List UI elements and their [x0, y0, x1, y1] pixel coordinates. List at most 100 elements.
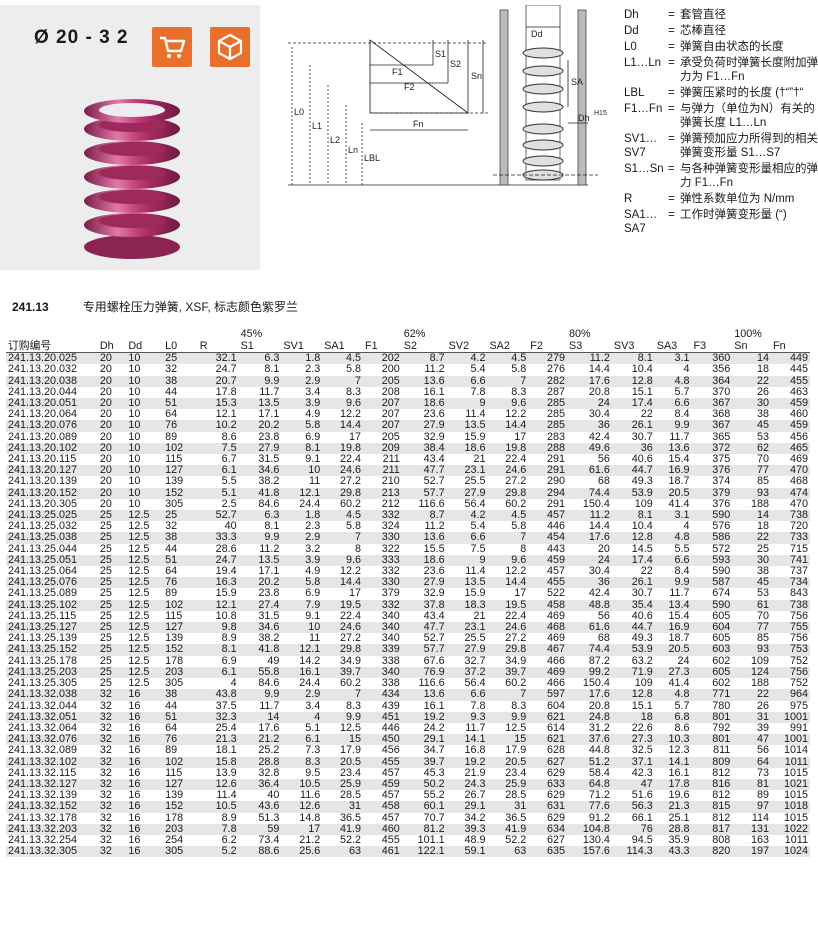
- table-cell: 738: [771, 509, 810, 522]
- table-cell: 434: [363, 689, 402, 701]
- table-cell: 7: [322, 375, 364, 387]
- table-cell: 285: [547, 408, 566, 421]
- table-cell: 32: [99, 721, 112, 734]
- table-cell: 31: [322, 801, 364, 813]
- table-cell: 116.6: [418, 497, 445, 510]
- table-cell: 460: [363, 823, 402, 835]
- table-cell: 634: [528, 823, 568, 835]
- table-cell: 9: [446, 554, 488, 567]
- table-cell: 27.9: [238, 442, 282, 455]
- table-cell: 459: [363, 778, 402, 791]
- label-S1: S1: [435, 49, 446, 59]
- table-cell: 8.4: [674, 565, 690, 578]
- table-cell: 27.9: [446, 487, 488, 499]
- table-cell: 66.1: [631, 811, 653, 824]
- table-cell: 12.5: [340, 721, 362, 734]
- label-Dd: Dd: [531, 29, 543, 39]
- table-cell: 8.4: [674, 408, 690, 421]
- table-cell: 26.1: [611, 420, 655, 432]
- column-header: R: [197, 341, 239, 354]
- table-cell: 456: [381, 744, 400, 757]
- table-cell: 84.6: [258, 677, 280, 690]
- table-cell: 56: [597, 609, 610, 622]
- table-cell: 631: [528, 801, 568, 813]
- table-cell: 5.5: [674, 542, 690, 555]
- table-cell: 522: [547, 587, 566, 600]
- table-cell: 367: [691, 420, 733, 432]
- table-cell: 7: [487, 532, 529, 544]
- table-cell: 61.6: [567, 465, 612, 477]
- table-cell: 3.1: [654, 509, 692, 522]
- table-cell: 61.6: [567, 621, 612, 634]
- table-cell: 44: [165, 542, 178, 555]
- table-cell: 340: [363, 666, 402, 679]
- table-cell: 339: [363, 644, 402, 656]
- table-cell: 40.6: [631, 609, 653, 622]
- table-cell: 45: [732, 577, 772, 589]
- table-cell: 24.6: [487, 621, 529, 634]
- table-cell: 720: [789, 520, 808, 533]
- table-cell: 10: [126, 442, 164, 455]
- label-L2: L2: [330, 135, 340, 145]
- table-cell: 23.8: [258, 587, 280, 600]
- table-cell: 467: [528, 644, 568, 656]
- table-cell: 51: [163, 711, 198, 723]
- table-cell: 21.9: [464, 766, 486, 779]
- table-cell: 150.4: [582, 677, 610, 690]
- table-cell: 37.6: [567, 733, 612, 746]
- table-cell: 13.5: [446, 577, 488, 589]
- table-cell: 756: [789, 609, 808, 622]
- table-cell: 10.4: [631, 363, 653, 376]
- table-cell: 19.2: [401, 711, 447, 723]
- table-cell: 8.3: [511, 385, 527, 398]
- table-cell: 738: [771, 599, 810, 611]
- table-cell: 209: [363, 442, 402, 455]
- table-cell: 12.5: [505, 721, 527, 734]
- table-cell: 14: [732, 352, 772, 365]
- table-cell: 629: [547, 789, 566, 802]
- legend-row: SV1…SV7=弹簧预加应力所得到的相关弹簧变形量 S1…S7: [624, 133, 818, 159]
- table-cell: 38.2: [258, 632, 280, 645]
- table-cell: 8.9: [221, 811, 237, 824]
- table-cell: 5.8: [511, 520, 527, 533]
- table-cell: 7: [322, 532, 364, 544]
- shopping-cart-icon[interactable]: [152, 27, 192, 67]
- table-cell: 333: [363, 554, 402, 567]
- table-cell: 88.6: [238, 845, 282, 858]
- table-cell: 109: [751, 654, 770, 667]
- table-cell: 7: [487, 375, 529, 387]
- table-cell: 11.7: [259, 699, 280, 712]
- table-cell: 12.5: [128, 520, 150, 533]
- table-cell: 459: [771, 420, 810, 432]
- table-cell: 4: [281, 711, 323, 723]
- table-cell: 17.4: [611, 554, 655, 567]
- order-number-cell: 241.13.32.203: [6, 823, 98, 835]
- table-cell: 33.3: [197, 532, 239, 544]
- order-number-cell: 241.13.32.076: [6, 733, 98, 746]
- table-cell: 20.8: [588, 385, 610, 398]
- table-cell: 5.8: [281, 577, 323, 589]
- table-cell: 9.6: [487, 554, 529, 567]
- table-cell: 44.7: [611, 621, 655, 634]
- table-cell: 197: [732, 845, 772, 858]
- table-cell: 590: [691, 509, 733, 522]
- table-cell: 152: [163, 801, 198, 813]
- table-cell: 77: [732, 621, 772, 634]
- table-cell: 11.7: [669, 430, 690, 443]
- table-cell: 18.7: [668, 475, 690, 488]
- table-cell: 469: [528, 666, 568, 679]
- table-cell: 1021: [771, 778, 810, 791]
- table-cell: 4.5: [487, 352, 529, 365]
- table-cell: 29.8: [487, 644, 529, 656]
- table-cell: 38: [163, 375, 198, 387]
- table-cell: 74.4: [567, 487, 612, 499]
- cube-3d-icon[interactable]: [210, 27, 250, 67]
- table-cell: 52.7: [423, 475, 445, 488]
- table-cell: 10: [128, 475, 141, 488]
- table-cell: 210: [381, 475, 400, 488]
- table-cell: 32: [99, 744, 112, 757]
- table-cell: 322: [381, 542, 400, 555]
- percent-label: 80%: [569, 328, 591, 340]
- percent-label: 45%: [240, 328, 263, 340]
